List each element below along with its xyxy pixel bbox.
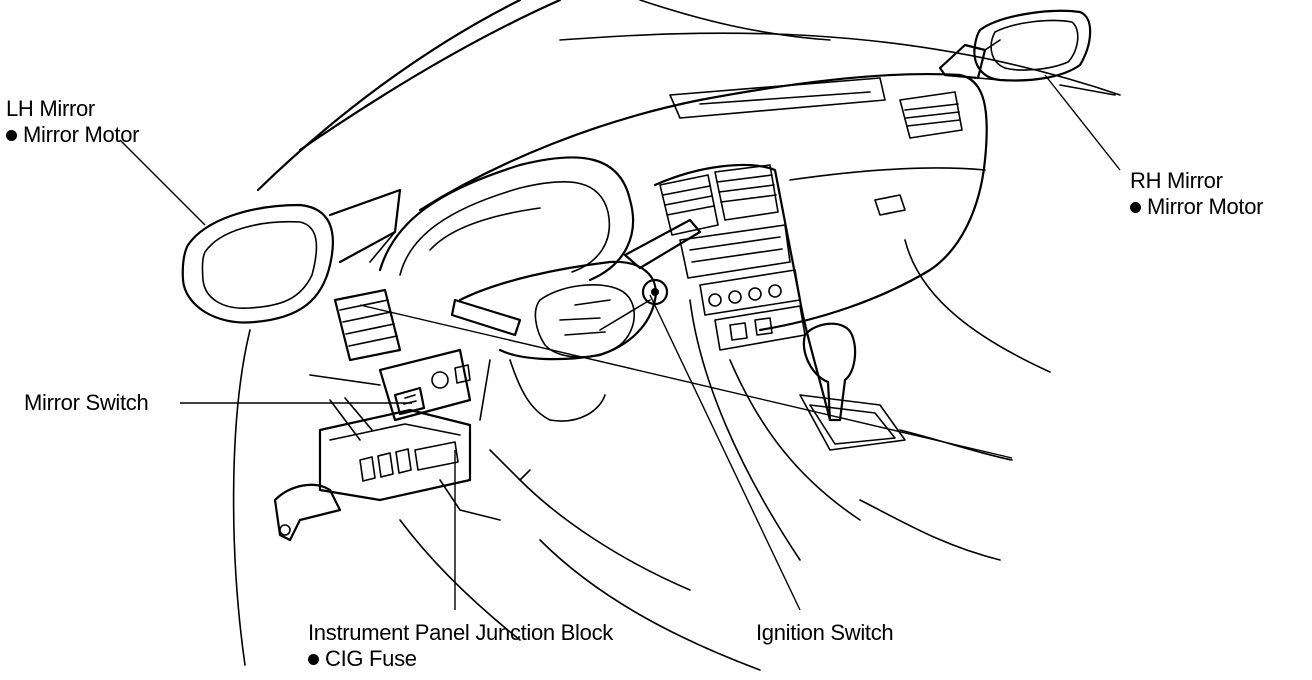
steering-column-drawing — [450, 218, 702, 422]
bullet-icon — [308, 654, 319, 665]
glove-box — [789, 167, 986, 181]
center-stack-drawing — [653, 163, 861, 561]
rh-mirror-title: RH Mirror — [1130, 168, 1223, 193]
rh-mirror-drawing — [938, 9, 1116, 96]
junction-block-title: Instrument Panel Junction Block — [308, 620, 613, 645]
mirror-switch-label: Mirror Switch — [24, 390, 149, 415]
leader-ignition-1 — [649, 294, 801, 611]
leader-ignition-2 — [359, 304, 1013, 459]
left-vent-drawing — [333, 288, 402, 362]
bullet-icon — [1130, 202, 1141, 213]
rh-mirror-item-text: Mirror Motor — [1147, 194, 1264, 219]
a-pillar — [256, 0, 522, 192]
lh-mirror-title: LH Mirror — [6, 96, 95, 121]
switch-panel-drawing — [378, 348, 472, 422]
lh-mirror-item-text: Mirror Motor — [23, 122, 140, 147]
cluster-hood — [378, 156, 635, 282]
bullet-icon — [6, 130, 17, 141]
lh-mirror-drawing — [181, 188, 402, 324]
rh-mirror-item: Mirror Motor — [1130, 194, 1263, 220]
junction-block-drawing — [273, 374, 531, 542]
leader-rh-mirror — [1044, 74, 1121, 171]
junction-block-item-text: CIG Fuse — [325, 646, 417, 671]
lh-mirror-item: Mirror Motor — [6, 122, 139, 148]
junction-block-label: Instrument Panel Junction Block CIG Fuse — [308, 620, 613, 672]
leader-lh-mirror — [119, 139, 206, 226]
leader-lines — [119, 74, 1121, 611]
rh-mirror-label: RH Mirror Mirror Motor — [1130, 168, 1263, 220]
shift-lever-drawing — [799, 322, 1013, 561]
windshield-edge — [298, 0, 562, 152]
ignition-switch-label: Ignition Switch — [756, 620, 894, 645]
junction-block-item: CIG Fuse — [308, 646, 613, 672]
lh-mirror-label: LH Mirror Mirror Motor — [6, 96, 139, 148]
windshield-line — [559, 32, 1121, 96]
